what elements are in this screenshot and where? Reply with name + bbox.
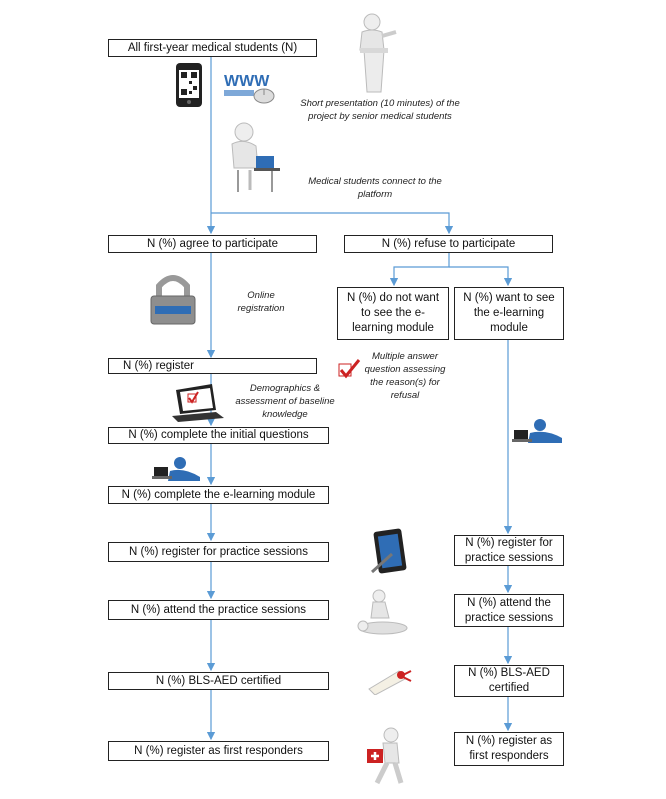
first-aid-runner-icon: [367, 727, 404, 785]
box-left-practice-attend: N (%) attend the practice sessions: [108, 600, 329, 620]
svg-text:WWW: WWW: [224, 73, 270, 90]
person-laptop-icon: [231, 122, 280, 192]
box-all-students: All first-year medical students (N): [108, 39, 317, 57]
reclining-laptop-icon: [512, 419, 562, 443]
box-left-practice-register: N (%) register for practice sessions: [108, 542, 329, 562]
note-presentation: Short presentation (10 minutes) of the p…: [300, 98, 460, 122]
cpr-figure-icon: [357, 589, 408, 635]
box-want: N (%) want to see the e-learning module: [454, 287, 564, 340]
note-connect: Medical students connect to the platform: [308, 176, 442, 200]
note-online-registration: Online registration: [237, 290, 285, 314]
box-register: N (%) register: [108, 358, 317, 374]
laptop-checklist-icon: [172, 384, 224, 422]
box-left-certified: N (%) BLS-AED certified: [108, 672, 329, 690]
lecturer-podium-icon: [359, 13, 397, 93]
box-left-first-responders: N (%) register as first responders: [108, 741, 329, 761]
note-demographics: Demographics & assessment of baseline kn…: [235, 383, 335, 420]
box-right-first-responders: N (%) register as first responders: [454, 732, 564, 766]
box-right-certified: N (%) BLS-AED certified: [454, 665, 564, 697]
qr-phone-icon: [176, 63, 202, 107]
box-initial-questions: N (%) complete the initial questions: [108, 427, 329, 444]
reclining-laptop-icon: [152, 457, 200, 481]
box-refuse: N (%) refuse to participate: [344, 235, 553, 253]
note-multiple-answer: Multiple answer question assessing the r…: [364, 351, 446, 401]
box-not-want: N (%) do not want to see the e-learning …: [337, 287, 449, 340]
checkbox-icon: [338, 359, 361, 379]
diploma-icon: [368, 670, 412, 695]
box-elearning: N (%) complete the e-learning module: [108, 486, 329, 504]
www-mouse-icon: WWW: [224, 73, 275, 104]
tablet-stylus-icon: [370, 528, 407, 574]
padlock-icon: [150, 275, 196, 325]
box-right-practice-attend: N (%) attend the practice sessions: [454, 594, 564, 627]
box-agree: N (%) agree to participate: [108, 235, 317, 253]
box-right-practice-register: N (%) register for practice sessions: [454, 535, 564, 566]
